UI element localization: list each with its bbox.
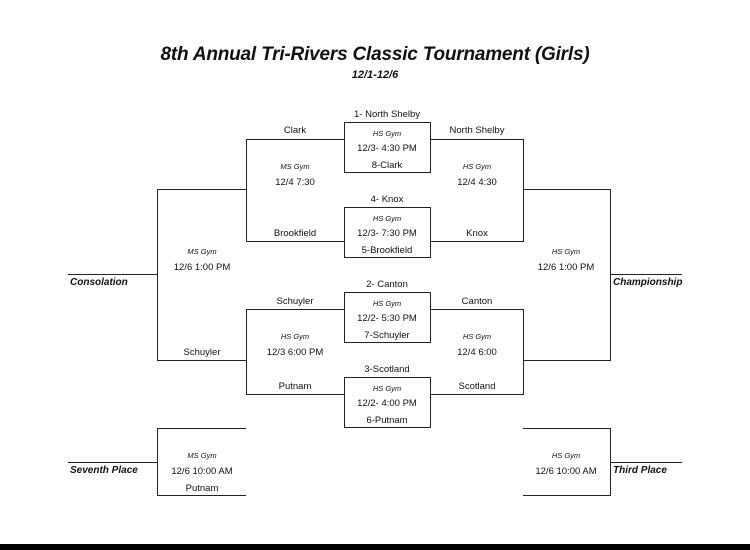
game1-venue: HS Gym xyxy=(372,129,402,138)
left-semi1-bottom-team: Brookfield xyxy=(273,228,317,239)
game4-bottom-team: 6-Putnam xyxy=(366,415,408,426)
championship-label: Championship xyxy=(613,277,683,288)
game2-top-team: 4- Knox xyxy=(370,194,404,205)
left-semi1-top-team: Clark xyxy=(283,125,307,136)
game-box-3 xyxy=(344,292,431,343)
left-semi2-top-team: Schuyler xyxy=(276,296,314,307)
left-semi2-bottom-team: Putnam xyxy=(278,381,312,392)
seventh-time: 12/6 10:00 AM xyxy=(171,466,233,477)
game4-top-team: 3-Scotland xyxy=(364,364,410,375)
bottom-edge-bar xyxy=(0,544,750,550)
game3-bottom-team: 7-Schuyler xyxy=(364,330,410,341)
right-semi2-bottom-team: Scotland xyxy=(458,381,496,392)
game3-top-team: 2- Canton xyxy=(366,279,408,290)
consolation-bottom-team: Schuyler xyxy=(183,347,221,358)
seventh-venue: MS Gym xyxy=(187,451,217,460)
third-place-venue: HS Gym xyxy=(551,451,581,460)
left-semi2-venue: HS Gym xyxy=(280,332,310,341)
right-semi2-time: 12/4 6:00 xyxy=(457,347,497,358)
game2-time: 12/3- 7:30 PM xyxy=(357,228,417,239)
championship-time: 12/6 1:00 PM xyxy=(537,262,595,273)
game3-venue: HS Gym xyxy=(372,299,402,308)
game-box-1 xyxy=(344,122,431,173)
third-place-label: Third Place xyxy=(613,465,667,476)
consolation-time: 12/6 1:00 PM xyxy=(173,262,231,273)
game1-time: 12/3- 4:30 PM xyxy=(357,143,417,154)
tournament-dates: 12/1-12/6 xyxy=(351,69,399,81)
left-semi1-venue: MS Gym xyxy=(280,162,310,171)
game1-bottom-team: 8-Clark xyxy=(371,160,403,171)
game3-time: 12/2- 5:30 PM xyxy=(357,313,417,324)
game4-venue: HS Gym xyxy=(372,384,402,393)
game2-bottom-team: 5-Brookfield xyxy=(361,245,413,256)
third-place-time: 12/6 10:00 AM xyxy=(535,466,597,477)
right-semi1-top-team: North Shelby xyxy=(449,125,505,136)
consolation-venue: MS Gym xyxy=(187,247,217,256)
game-box-2 xyxy=(344,207,431,258)
right-semi1-time: 12/4 4:30 xyxy=(457,177,497,188)
left-semi1-time: 12/4 7:30 xyxy=(275,177,315,188)
seventh-place-label: Seventh Place xyxy=(70,465,138,476)
game4-time: 12/2- 4:00 PM xyxy=(357,398,417,409)
page-title: 8th Annual Tri-Rivers Classic Tournament… xyxy=(160,44,590,65)
consolation-label: Consolation xyxy=(70,277,128,288)
game2-venue: HS Gym xyxy=(372,214,402,223)
right-semi2-top-team: Canton xyxy=(461,296,493,307)
left-semi2-time: 12/3 6:00 PM xyxy=(266,347,324,358)
right-semi1-bottom-team: Knox xyxy=(466,228,488,239)
seventh-bottom-team: Putnam xyxy=(185,483,219,494)
game1-top-team: 1- North Shelby xyxy=(353,109,421,120)
game-box-4 xyxy=(344,377,431,428)
right-semi1-venue: HS Gym xyxy=(462,162,492,171)
right-semi2-venue: HS Gym xyxy=(462,332,492,341)
championship-venue: HS Gym xyxy=(551,247,581,256)
